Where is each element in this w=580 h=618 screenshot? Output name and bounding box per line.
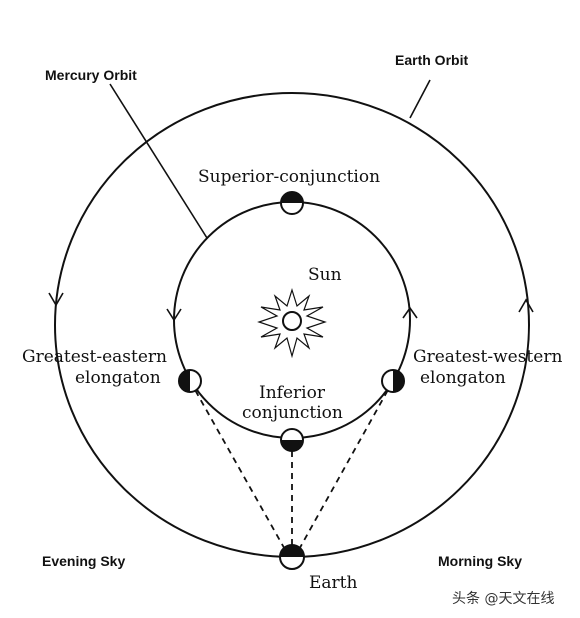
earth-label: Earth bbox=[309, 573, 358, 593]
mercury-orbit-left-arrow bbox=[166, 308, 182, 322]
mercury-inferior-conjunction-icon bbox=[280, 428, 304, 452]
inferior-label-line1: Inferior bbox=[259, 383, 326, 403]
mercury-orbit-label: Mercury Orbit bbox=[45, 67, 137, 83]
evening-sky-label: Evening Sky bbox=[42, 553, 125, 569]
sun-label: Sun bbox=[308, 265, 342, 285]
earth-icon bbox=[279, 544, 305, 570]
morning-sky-label: Morning Sky bbox=[438, 553, 522, 569]
earth-orbit-leader-line bbox=[409, 79, 431, 119]
mercury-eastern-elongation-icon bbox=[178, 369, 202, 393]
earth-orbit-right-arrow bbox=[518, 298, 534, 313]
greatest-eastern-label-line2: elongaton bbox=[75, 368, 161, 388]
watermark-text: 头条 @天文在线 bbox=[452, 590, 554, 607]
superior-conjunction-label: Superior-conjunction bbox=[198, 167, 380, 187]
mercury-western-elongation-icon bbox=[381, 369, 405, 393]
greatest-western-label-line2: elongaton bbox=[420, 368, 506, 388]
greatest-western-label-line1: Greatest-western bbox=[413, 347, 562, 367]
mercury-superior-conjunction-icon bbox=[280, 191, 304, 215]
mercury-orbit-leader-line bbox=[109, 83, 208, 239]
mercury-orbit-right-arrow bbox=[402, 306, 418, 319]
sun-icon bbox=[257, 287, 327, 359]
greatest-eastern-label-line1: Greatest-eastern bbox=[22, 347, 167, 367]
earth-orbit-label: Earth Orbit bbox=[395, 52, 468, 68]
earth-orbit-left-arrow bbox=[48, 292, 64, 307]
inferior-label-line2: conjunction bbox=[242, 403, 343, 423]
